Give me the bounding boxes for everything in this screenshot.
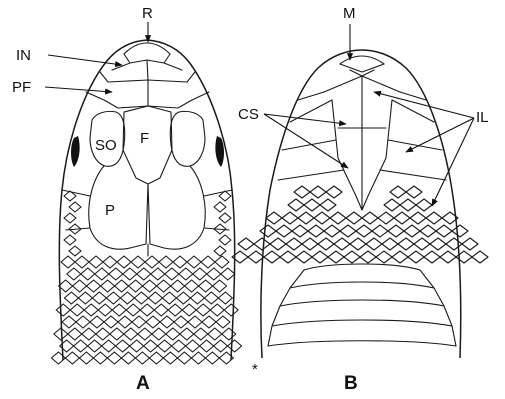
label-rostral: R <box>142 5 153 22</box>
label-chin-shields: CS <box>238 106 259 123</box>
label-prefrontal: PF <box>12 79 31 96</box>
label-supraocular: SO <box>95 137 117 154</box>
corner-mark: * <box>252 361 258 378</box>
label-internasal: IN <box>16 47 31 64</box>
label-frontal: F <box>140 130 149 147</box>
caption-b: B <box>344 373 358 394</box>
annotations <box>45 22 474 206</box>
ventral-view-drawing <box>232 50 488 358</box>
dorsal-view-drawing <box>51 40 241 364</box>
caption-a: A <box>136 373 150 394</box>
label-mental: M <box>343 5 356 22</box>
label-parietal: P <box>105 202 115 219</box>
label-infralabials: IL <box>476 109 489 126</box>
